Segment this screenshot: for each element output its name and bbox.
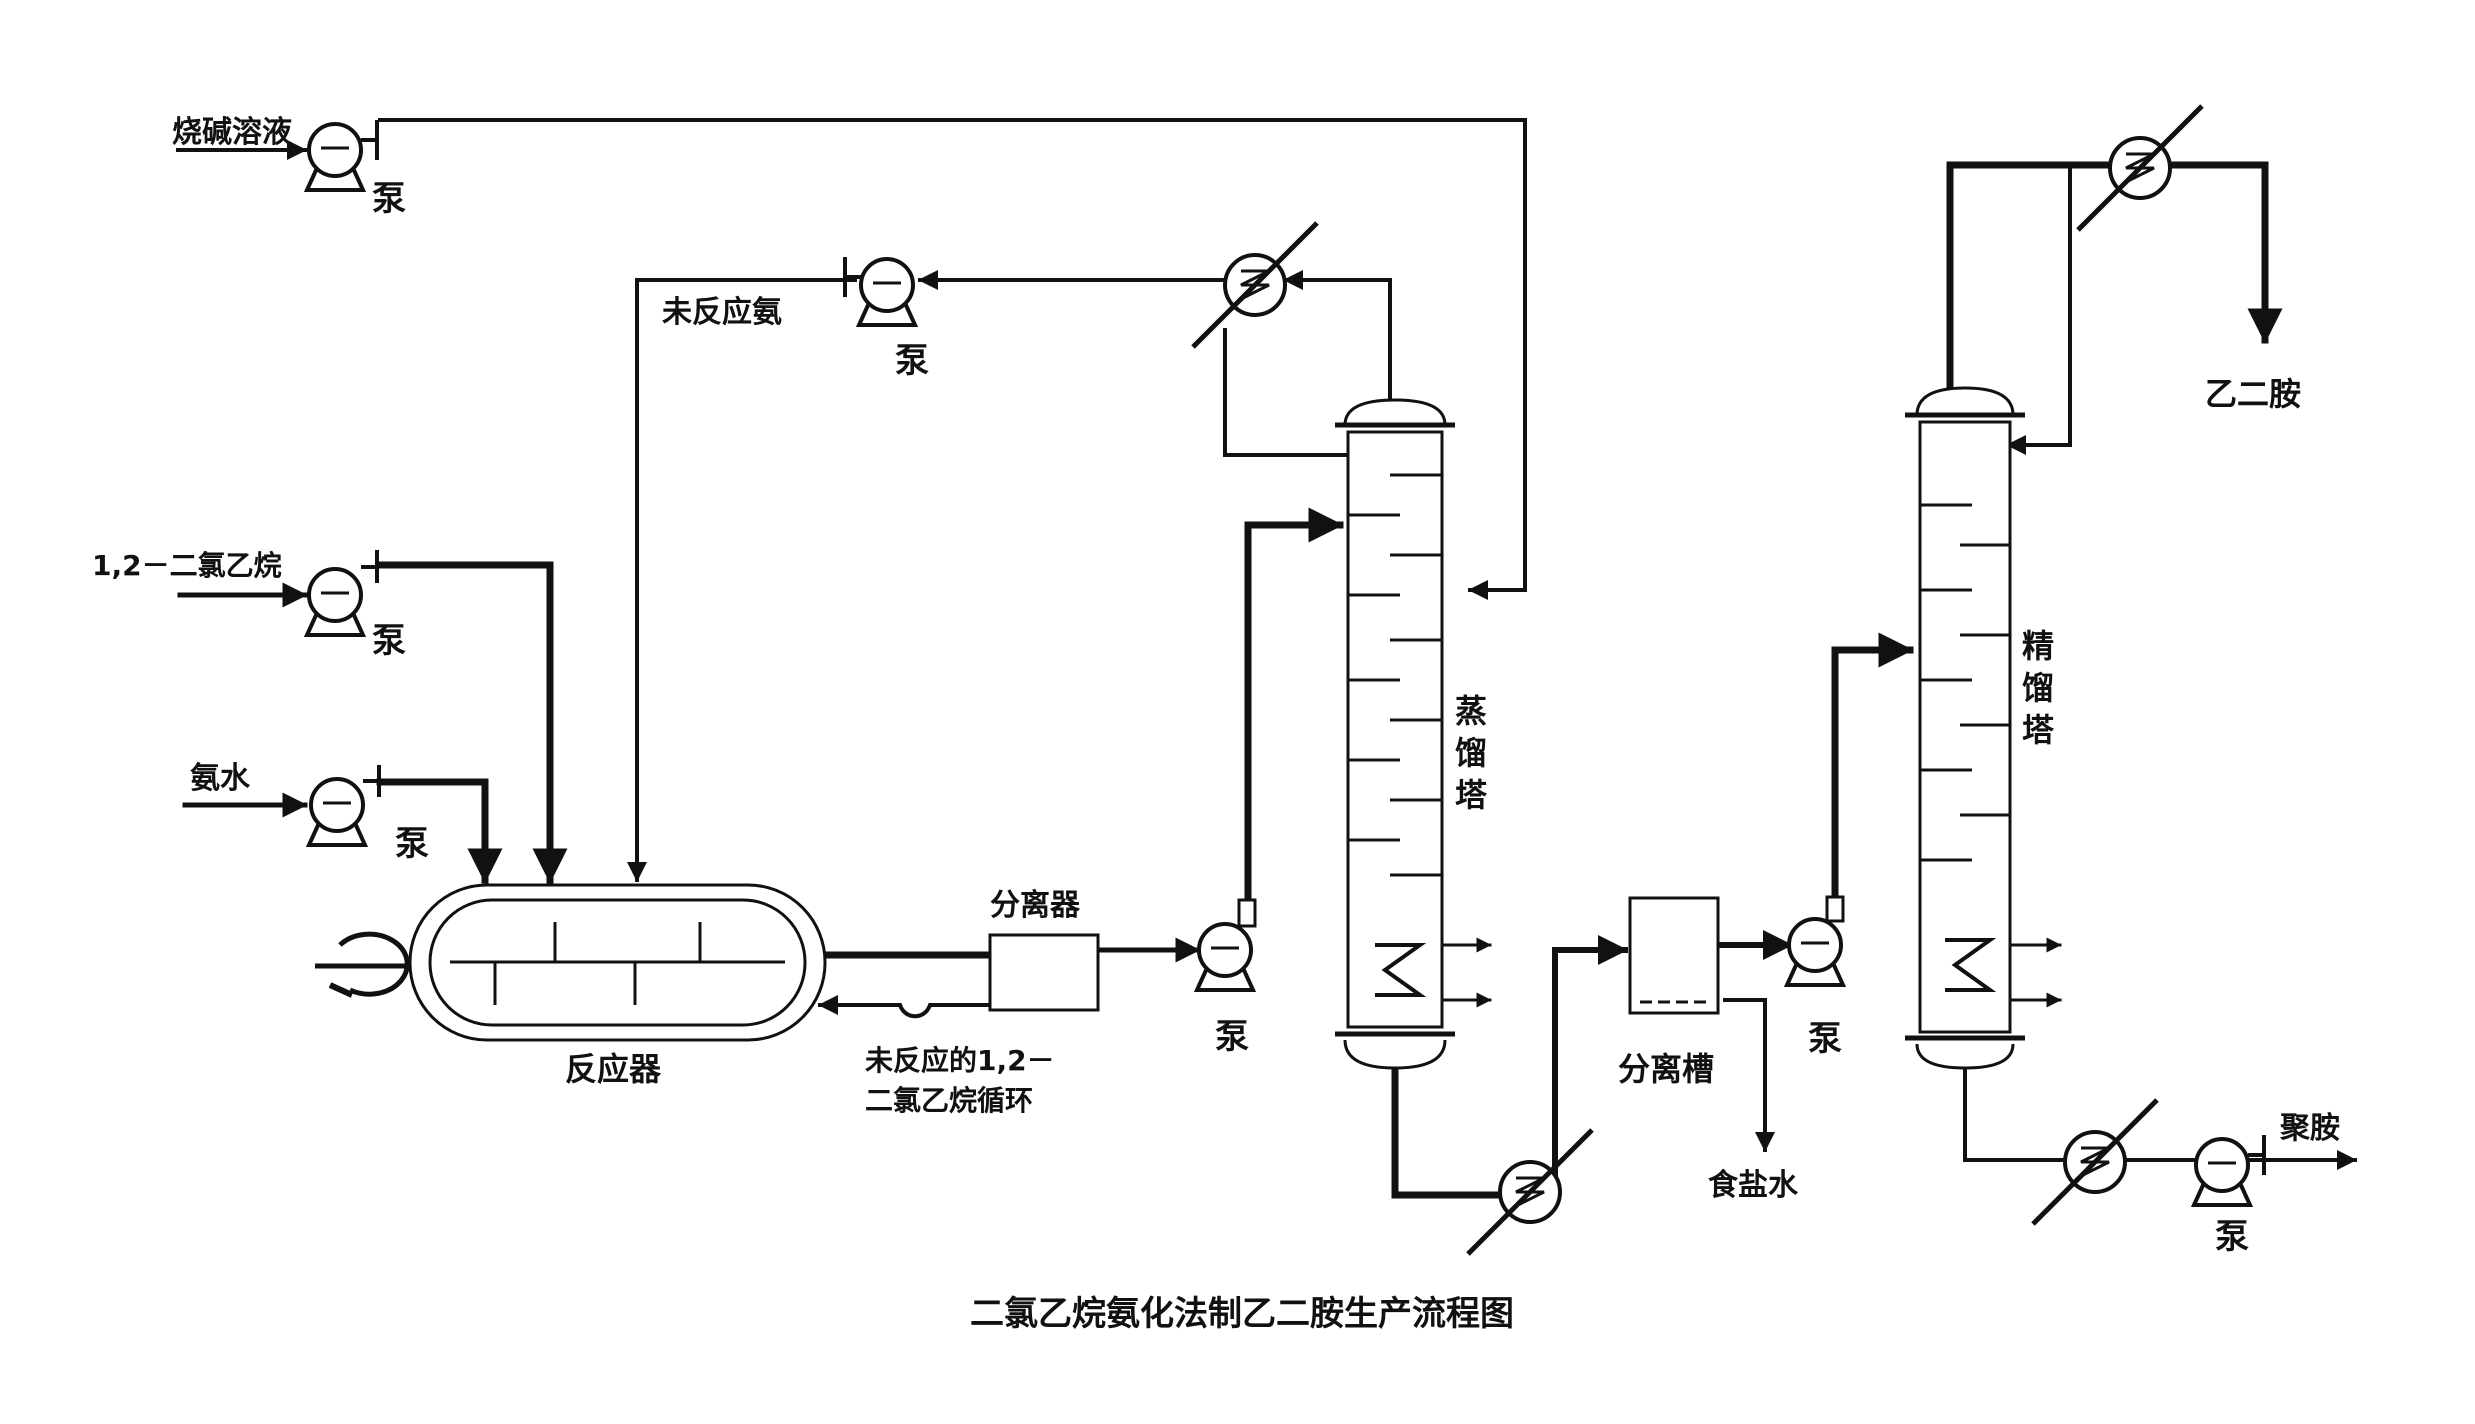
label-separation-tank: 分离槽 <box>1618 1050 1714 1088</box>
pump-ammonia-recycle <box>843 257 917 327</box>
tower2-bottom-line <box>1963 1068 2067 1162</box>
label-dichloroethane: 1,2－二氯乙烷 <box>92 549 282 582</box>
pump-caustic <box>305 120 379 192</box>
label-reactor: 反应器 <box>565 1050 662 1088</box>
pump-dichloroethane <box>305 550 379 637</box>
recycle-line <box>818 995 992 1019</box>
pump-separator <box>1195 898 1257 992</box>
label-pump-separator: 泵 <box>1215 1017 1249 1057</box>
feed-to-evaporation-tower <box>1244 507 1344 904</box>
pump-tank <box>1785 895 1845 987</box>
condenser-reflux-line <box>1223 328 1347 457</box>
evaporation-tower <box>1335 398 1455 1070</box>
evaporation-tower-trays <box>1348 473 1442 877</box>
labels: 烧碱溶液 泵 未反应氨 泵 1,2－二氯乙烷 泵 氨水 泵 反应器 分离器 未反… <box>92 115 2340 1334</box>
condenser-tower1 <box>1193 223 1317 347</box>
agitator-icon <box>315 931 410 998</box>
label-separator: 分离器 <box>990 888 1081 923</box>
brine-outlet <box>1723 998 1775 1152</box>
label-pump-ammonia-water: 泵 <box>395 824 429 864</box>
pipes-thick <box>177 161 2283 1199</box>
label-caustic-soda: 烧碱溶液 <box>172 115 292 150</box>
label-rectification-tower-vertical: 精馏塔 <box>2022 627 2055 749</box>
to-separation-tank <box>1552 935 1628 1183</box>
feed-to-rectification-tower <box>1831 632 1914 909</box>
pump-ammonia-water <box>307 765 381 847</box>
label-brine: 食盐水 <box>1708 1168 1799 1203</box>
ammonia-water-feed <box>376 778 503 884</box>
label-pump-tank: 泵 <box>1808 1019 1842 1059</box>
pump-polyamine <box>2192 1135 2266 1207</box>
label-recycle-line2: 二氯乙烷循环 <box>865 1084 1033 1117</box>
reboiler-coil-icon <box>1375 943 1427 997</box>
label-evaporation-tower-vertical: 蒸馏塔 <box>1455 692 1488 814</box>
pipes-thin <box>176 118 2357 1170</box>
tower2-reflux-line <box>2006 163 2072 455</box>
reboiler-coil-icon <box>1945 938 1997 992</box>
label-pump-polyamine: 泵 <box>2215 1217 2249 1257</box>
label-pump-dichloroethane: 泵 <box>372 621 406 661</box>
caption: 二氯乙烷氨化法制乙二胺生产流程图 <box>970 1294 1514 1334</box>
separation-tank <box>1628 896 1720 1015</box>
unreacted-ammonia-return <box>627 278 857 882</box>
rectification-tower <box>1905 386 2025 1070</box>
label-pump-caustic: 泵 <box>372 179 406 219</box>
label-pump-ammonia-recycle: 泵 <box>895 341 929 381</box>
label-unreacted-ammonia: 未反应氨 <box>662 295 782 330</box>
label-polyamine: 聚胺 <box>2279 1111 2340 1146</box>
caustic-soda-line <box>378 118 1527 600</box>
rectification-tower-trays <box>1920 503 2010 862</box>
tower2-top-vapor-line <box>1946 161 2109 414</box>
reactor <box>408 883 827 1042</box>
label-ammonia-water: 氨水 <box>190 761 251 796</box>
label-ethylenediamine: 乙二胺 <box>2205 375 2301 413</box>
dichloroethane-feed <box>376 561 568 884</box>
ethylenediamine-outlet <box>2171 161 2283 344</box>
separator <box>988 933 1100 1012</box>
label-recycle-line1: 未反应的1,2－ <box>865 1044 1055 1077</box>
tower1-bottom-line <box>1391 1061 1509 1199</box>
